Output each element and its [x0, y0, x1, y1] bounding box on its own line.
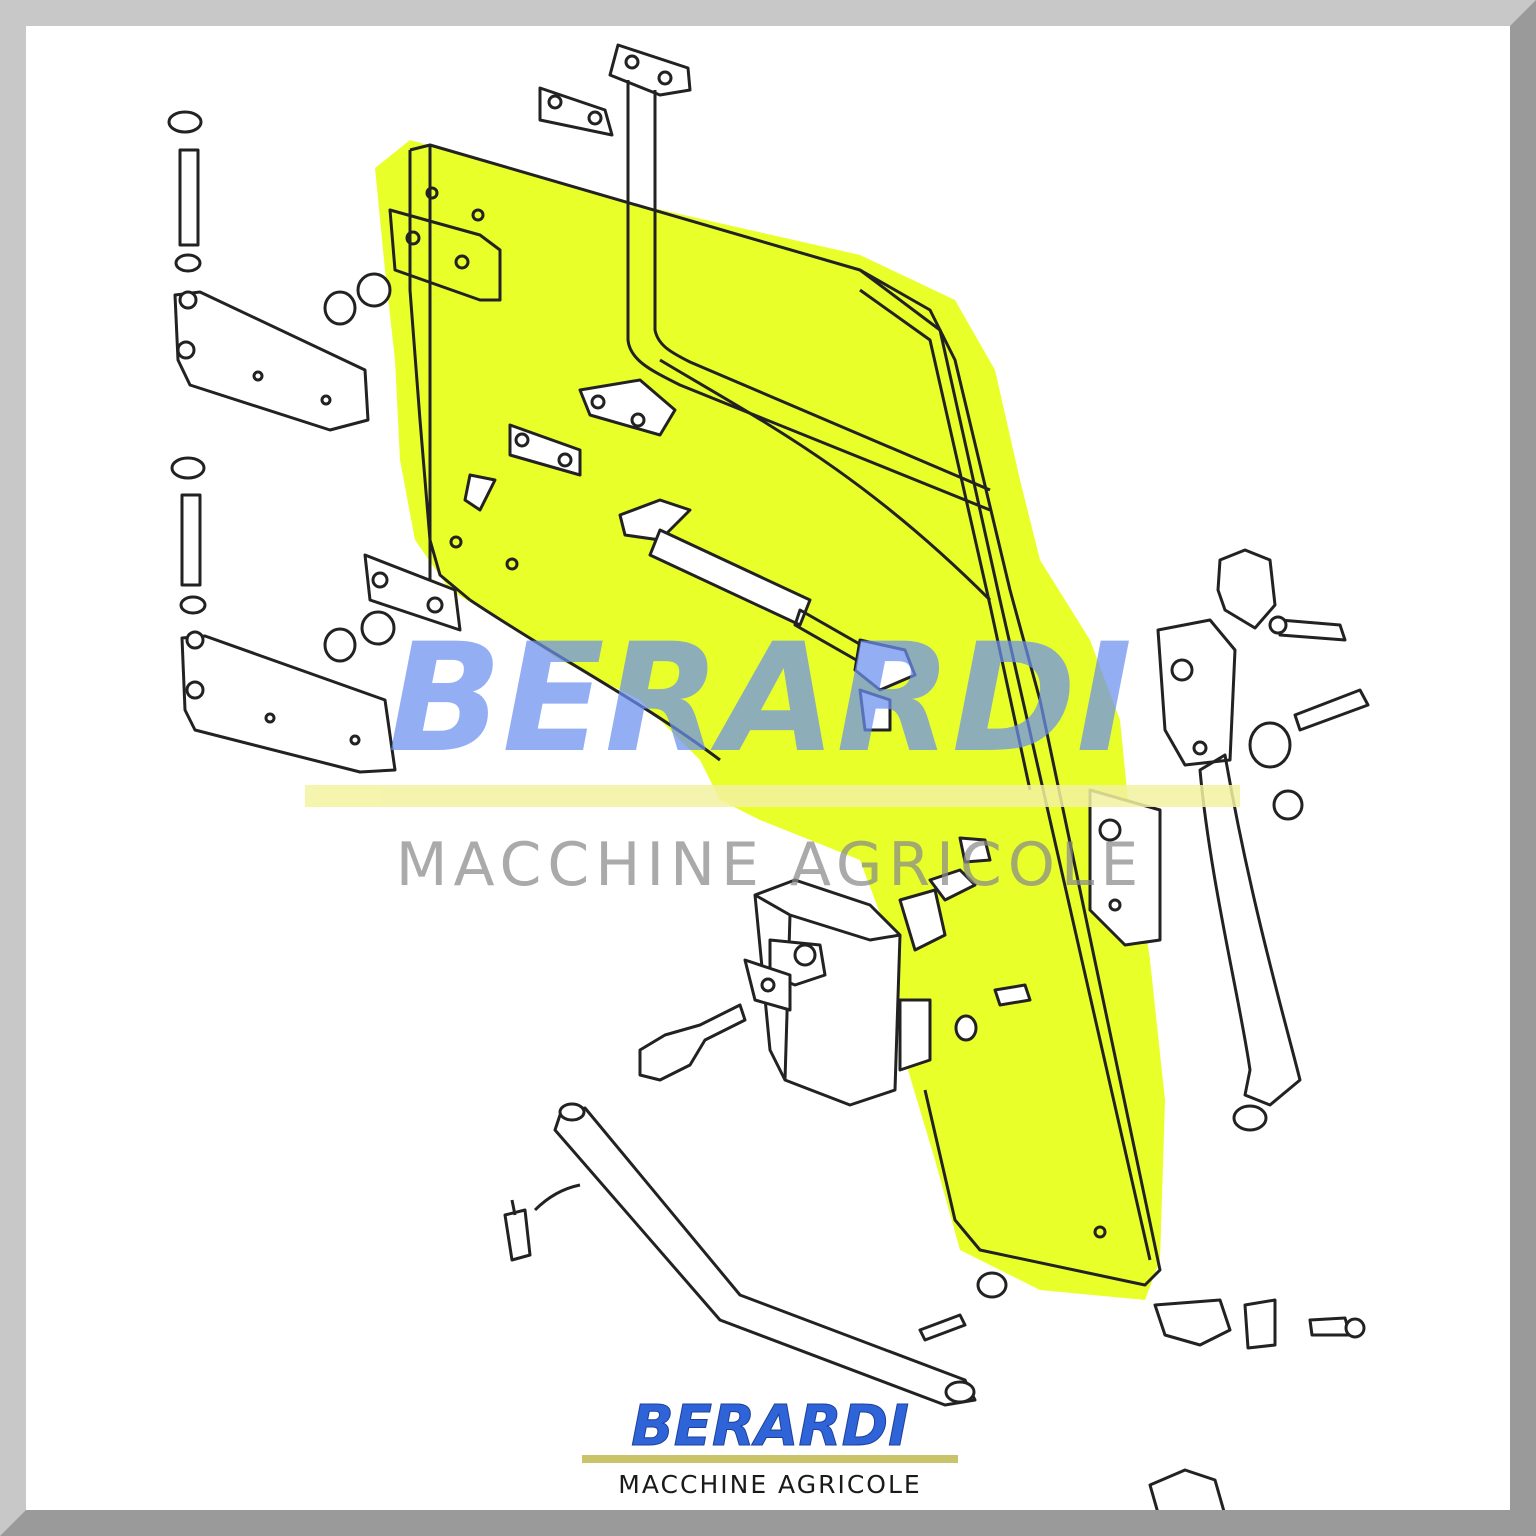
left-hinges	[167, 110, 462, 774]
logo-bar	[582, 1455, 958, 1463]
logo-brand: BERARDI	[631, 1394, 909, 1459]
logo-tagline: MACCHINE AGRICOLE	[618, 1470, 921, 1499]
latch-assembly	[638, 836, 1032, 1107]
gas-strut	[463, 473, 917, 732]
door-panel-outline	[388, 143, 1162, 1287]
watermark-bar	[305, 785, 1240, 807]
watermark: BERARDI MACCHINE AGRICOLE	[305, 612, 1240, 900]
highlighted-door-panel	[375, 140, 1165, 1300]
watermark-brand: BERARDI	[388, 612, 1132, 786]
top-rod-assembly	[508, 43, 991, 512]
berardi-logo: BERARDI MACCHINE AGRICOLE	[582, 1394, 958, 1499]
right-side-parts	[1088, 548, 1370, 1132]
bottom-handle-bar	[503, 1102, 1366, 1510]
watermark-tagline: MACCHINE AGRICOLE	[396, 830, 1145, 900]
